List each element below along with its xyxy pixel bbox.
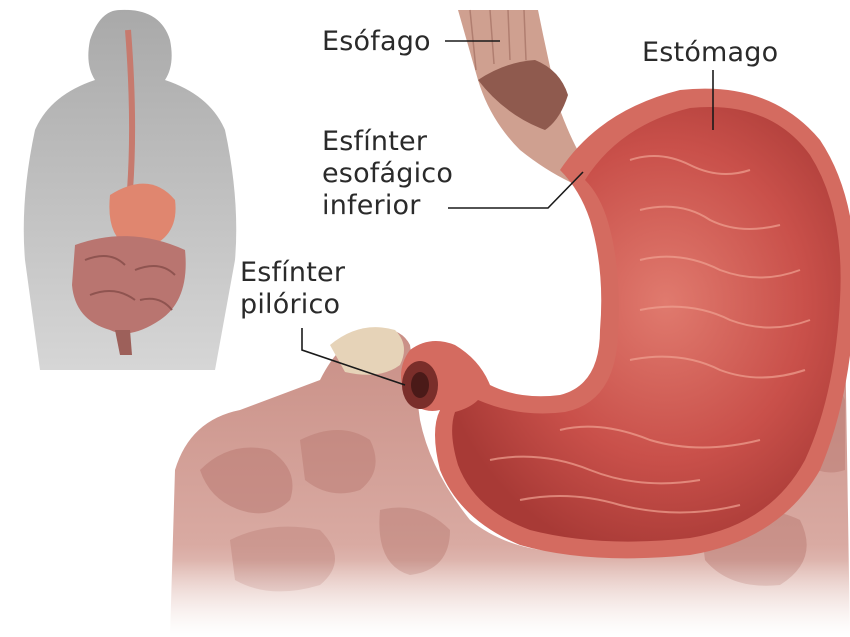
label-stomach: Estómago [642, 37, 778, 69]
stomach [401, 89, 850, 559]
label-esophagus: Esófago [322, 26, 431, 58]
label-lower-sphincter-line-1: Esfínter [322, 126, 453, 158]
label-lower-sphincter-line-3: inferior [322, 190, 453, 222]
label-pyloric-line-2: pilórico [240, 289, 345, 321]
label-lower-esophageal-sphincter: Esfínter esofágico inferior [322, 126, 453, 222]
label-lower-sphincter-line-2: esofágico [322, 158, 453, 190]
label-stomach-text: Estómago [642, 37, 778, 69]
body-silhouette-inset [24, 10, 237, 370]
label-esophagus-text: Esófago [322, 26, 431, 58]
label-pyloric-sphincter: Esfínter pilórico [240, 257, 345, 321]
label-pyloric-line-1: Esfínter [240, 257, 345, 289]
